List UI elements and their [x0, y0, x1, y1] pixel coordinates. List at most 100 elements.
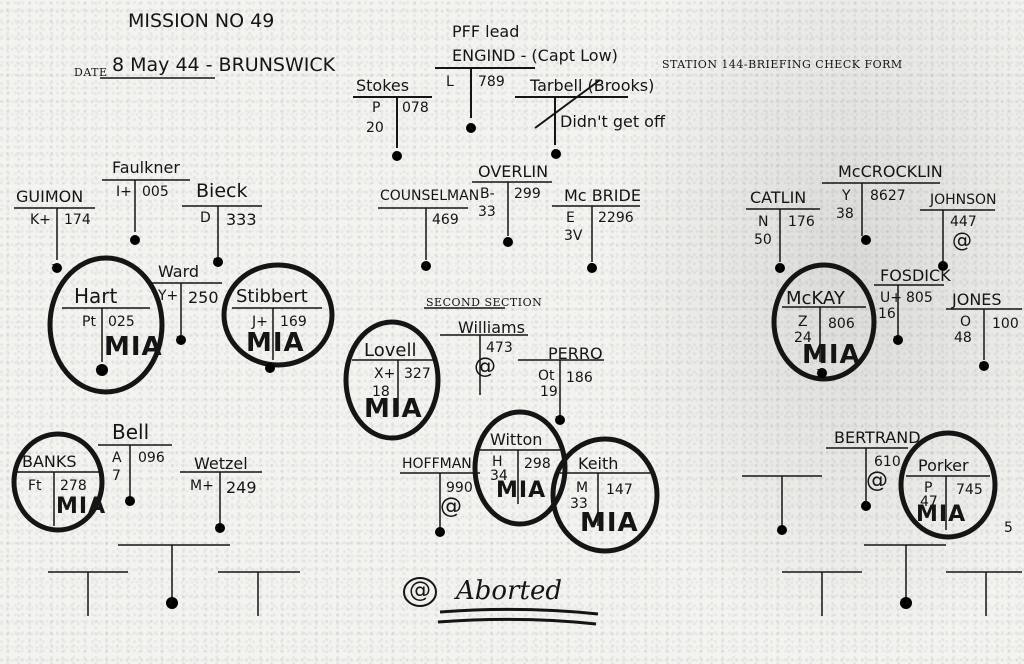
- position-index: 11: [213, 257, 222, 265]
- date-and-target: 8 May 44 - BRUNSWICK: [112, 54, 336, 76]
- plane-counselman-number: 469: [432, 212, 459, 228]
- plane-fosdick-number: 805: [906, 290, 933, 306]
- plane-mckay-mia: MIA: [802, 340, 861, 370]
- corner-mark: 5: [1004, 520, 1013, 536]
- position-index: 13: [893, 335, 902, 343]
- plane-perro-code: Ot: [538, 368, 555, 384]
- plane-bell-sub: 7: [112, 468, 121, 484]
- plane-keith-mia: MIA: [580, 508, 639, 538]
- aborted-legend-label: Aborted: [456, 576, 562, 606]
- plane-banks-mia: MIA: [56, 494, 107, 519]
- position-index: 4: [423, 260, 429, 269]
- plane-lovell-name: Lovell: [364, 340, 417, 361]
- paper-smudge: [600, 0, 1024, 664]
- plane-perro-name: PERRO: [548, 344, 603, 363]
- plane-hoffman-name: HOFFMAN: [402, 456, 472, 472]
- plane-hoffman-number: 990: [446, 480, 473, 496]
- plane-stibbert-mia: MIA: [246, 328, 305, 358]
- station-stamp: STATION 144-BRIEFING CHECK FORM: [662, 58, 903, 71]
- plane-fosdick-code: U+: [880, 290, 902, 306]
- plane-keith-code: M: [576, 480, 589, 496]
- plane-counselman-name: COUNSELMAN: [380, 188, 480, 204]
- plane-keith-sub: 33: [570, 496, 588, 512]
- plane-lovell-sub: 18: [372, 384, 390, 400]
- position-index: 10: [125, 496, 134, 504]
- plane-jones-number: 100: [992, 316, 1019, 332]
- plane-ward-name: Ward: [158, 262, 200, 281]
- position-index: 18: [96, 365, 105, 373]
- plane-stibbert-name: Stibbert: [236, 286, 308, 307]
- plane-stibbert-number: 169: [280, 314, 307, 330]
- plane-overlin-sub: 33: [478, 204, 496, 220]
- plane-mckay-number: 806: [828, 316, 855, 332]
- plane-wetzel-name: Wetzel: [194, 454, 248, 473]
- plane-overlin-number: 299: [514, 186, 541, 202]
- plane-banks-code: Ft: [28, 478, 42, 494]
- plane-hart-number: 025: [108, 314, 135, 330]
- plane-witton-mia: MIA: [496, 478, 547, 503]
- plane-williams-name: Williams: [458, 318, 525, 337]
- plane-stokes-code: P: [372, 100, 381, 116]
- mission-number: MISSION NO 49: [128, 10, 275, 32]
- plane-bell-number: 096: [138, 450, 165, 466]
- aborted-mark-bertrand: @: [866, 468, 888, 493]
- plane-perro-number: 186: [566, 370, 593, 386]
- plane-bieck-code: D: [200, 210, 211, 226]
- position-index: 13: [900, 598, 909, 606]
- tarbell-note: Didn't get off: [560, 112, 665, 131]
- plane-catlin-name: CATLIN: [750, 188, 807, 207]
- position-index: 5: [589, 262, 595, 271]
- position-index: 16: [176, 335, 185, 343]
- plane-lovell-number: 327: [404, 366, 431, 382]
- plane-jones-code: O: [960, 314, 972, 330]
- plane-ward-number: 250: [188, 288, 219, 307]
- plane-wetzel-number: 249: [226, 478, 257, 497]
- plane-mcbride-name: Mc BRIDE: [564, 186, 641, 205]
- aborted-mark-williams: @: [474, 354, 496, 379]
- plane-overlin-name: OVERLIN: [478, 162, 549, 181]
- tarbell-name: Tarbell (Brooks): [530, 76, 655, 95]
- position-index: 9: [777, 262, 783, 271]
- plane-porker-code: P: [924, 480, 933, 496]
- position-index: 14: [979, 361, 988, 369]
- aborted-mark-johnson: @: [952, 228, 972, 252]
- plane-mckay-name: McKAY: [786, 288, 845, 309]
- plane-catlin-number: 176: [788, 214, 815, 230]
- plane-porker-sub: 47: [920, 494, 938, 510]
- plane-bieck-name: Bieck: [196, 180, 248, 202]
- plane-johnson-name: JOHNSON: [930, 192, 997, 208]
- plane-overlin-code: B-: [480, 186, 495, 202]
- plane-faulkner-name: Faulkner: [112, 158, 180, 177]
- position-index: 12: [51, 263, 60, 271]
- position-index: 1: [468, 122, 474, 131]
- plane-witton-sub: 34: [490, 468, 508, 484]
- position-index: 6: [437, 526, 443, 535]
- plane-stokes-number: 078: [402, 100, 429, 116]
- aborted-mark-hoffman: @: [440, 494, 462, 519]
- plane-mcbride-code: E: [566, 210, 575, 226]
- position-index: 2: [168, 597, 174, 606]
- plane-stokes-name: Stokes: [356, 76, 410, 95]
- plane-guimon-name: GUIMON: [16, 187, 84, 206]
- plane-fosdick-sub: 16: [878, 306, 896, 322]
- plane-catlin-sub: 50: [754, 232, 772, 248]
- plane-jones-sub: 48: [954, 330, 972, 346]
- position-index: 17: [555, 415, 564, 423]
- plane-porker-mia: MIA: [916, 502, 967, 527]
- plane-williams-number: 473: [486, 340, 513, 356]
- plane-witton-name: Witton: [490, 430, 543, 449]
- position-index: 3: [394, 150, 400, 159]
- lead-plane-name: ENGIND - (Capt Low): [452, 46, 618, 65]
- pff-lead-label: PFF lead: [452, 22, 520, 41]
- plane-mccrocklin-number: 8627: [870, 188, 906, 204]
- plane-mccrocklin-name: McCROCKLIN: [838, 162, 943, 181]
- plane-hart-name: Hart: [74, 284, 118, 308]
- plane-catlin-code: N: [758, 214, 769, 230]
- second-section-label: SECOND SECTION: [426, 296, 543, 309]
- position-index: 15: [816, 368, 825, 376]
- plane-mccrocklin-sub: 38: [836, 206, 854, 222]
- plane-guimon-code: K+: [30, 212, 51, 228]
- plane-mccrocklin-code: Y: [842, 188, 851, 204]
- plane-porker-number: 745: [956, 482, 983, 498]
